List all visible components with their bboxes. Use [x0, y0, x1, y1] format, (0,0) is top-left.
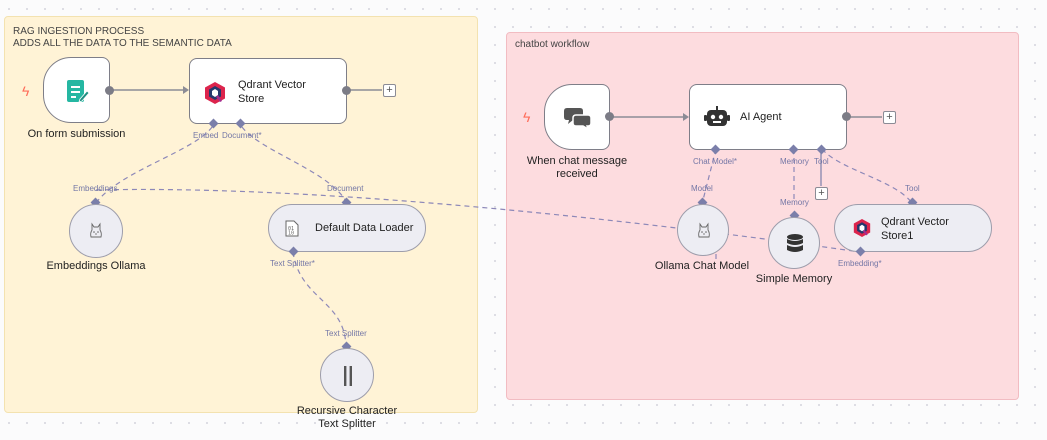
memory-port-label: Memory	[780, 157, 809, 166]
qdrant1-icon	[853, 219, 871, 237]
qdrant-icon	[205, 82, 225, 104]
edge-embeddings	[95, 123, 215, 204]
form-trigger-caption: On form submission	[27, 128, 126, 140]
embeddings-ollama-node[interactable]	[69, 204, 123, 258]
rag-sticky-title: RAG INGESTION PROCESS	[13, 26, 145, 37]
memory-out-port-label: Memory	[780, 198, 809, 207]
form-output-port[interactable]	[105, 86, 114, 95]
chatbot-sticky-title: chatbot workflow	[515, 39, 590, 50]
document-port-label: Document	[327, 184, 364, 193]
form-icon	[67, 80, 89, 103]
database-icon	[787, 234, 803, 252]
binary-document-icon: 01 10	[285, 220, 299, 237]
ai-agent-output-port[interactable]	[842, 112, 851, 121]
edge-text-splitter	[292, 251, 347, 348]
ollama-chat-icon	[698, 222, 710, 238]
text-splitter-caption: Recursive Character Text Splitter	[296, 405, 398, 430]
qdrant-output-port[interactable]	[342, 86, 351, 95]
ai-agent-add-node-button[interactable]: +	[883, 111, 896, 124]
edge-cross-embedding	[95, 188, 861, 253]
qdrant-add-node-button[interactable]: +	[383, 84, 396, 97]
form-trigger-node[interactable]	[43, 57, 110, 123]
recursive-text-splitter-node[interactable]	[320, 348, 374, 402]
embeddings-port-label: Embeddings	[73, 184, 118, 193]
ai-agent-node[interactable]: AI Agent	[689, 84, 847, 150]
data-loader-title: Default Data Loader	[315, 222, 414, 234]
chat-bubbles-icon	[564, 108, 592, 130]
qdrant1-title: Qdrant Vector Store1	[881, 216, 949, 242]
tool-port-label: Tool	[814, 157, 829, 166]
model-port-label: Model	[691, 184, 713, 193]
robot-icon	[704, 106, 730, 126]
simple-memory-node[interactable]	[768, 217, 820, 269]
splitter-icon	[344, 366, 352, 386]
edge-chat-model	[701, 148, 717, 205]
text-splitter-in-label: Text Splitter*	[270, 259, 315, 268]
svg-text:01: 01	[288, 226, 294, 232]
chat-trigger-caption: When chat message received	[526, 155, 628, 180]
embedding-in-port-label: Embedding*	[838, 259, 882, 268]
simple-memory-caption: Simple Memory	[755, 273, 833, 285]
ollama-chat-model-node[interactable]	[677, 204, 729, 256]
embeddings-ollama-caption: Embeddings Ollama	[46, 260, 146, 272]
text-splitter-out-label: Text Splitter	[325, 329, 367, 338]
chat-model-port-label: Chat Model*	[693, 157, 738, 166]
qdrant-embeddings-port-label: Embed	[193, 131, 219, 140]
ollama-chat-caption: Ollama Chat Model	[654, 260, 750, 272]
default-data-loader-node[interactable]: 01 10 Default Data Loader	[268, 204, 426, 252]
svg-text:10: 10	[288, 231, 294, 237]
chat-trigger-bolt-icon: ϟ	[523, 109, 531, 125]
trigger-bolt-icon: ϟ	[22, 83, 30, 99]
qdrant-title: Qdrant Vector Store	[238, 79, 306, 105]
qdrant-document-port-label: Document*	[222, 131, 262, 140]
qdrant-vector-store-node[interactable]: Qdrant Vector Store	[189, 58, 347, 124]
edge-document	[239, 123, 348, 204]
chat-trigger-node[interactable]	[544, 84, 610, 150]
qdrant-vector-store1-node[interactable]: Qdrant Vector Store1	[834, 204, 992, 252]
add-tool-button[interactable]: +	[815, 187, 828, 200]
ollama-icon	[90, 222, 102, 238]
tool-out-port-label: Tool	[905, 184, 920, 193]
rag-sticky-subtitle: ADDS ALL THE DATA TO THE SEMANTIC DATA	[13, 38, 232, 49]
ai-agent-title: AI Agent	[740, 111, 782, 123]
edge-tool	[821, 148, 913, 204]
chat-trigger-output-port[interactable]	[605, 112, 614, 121]
